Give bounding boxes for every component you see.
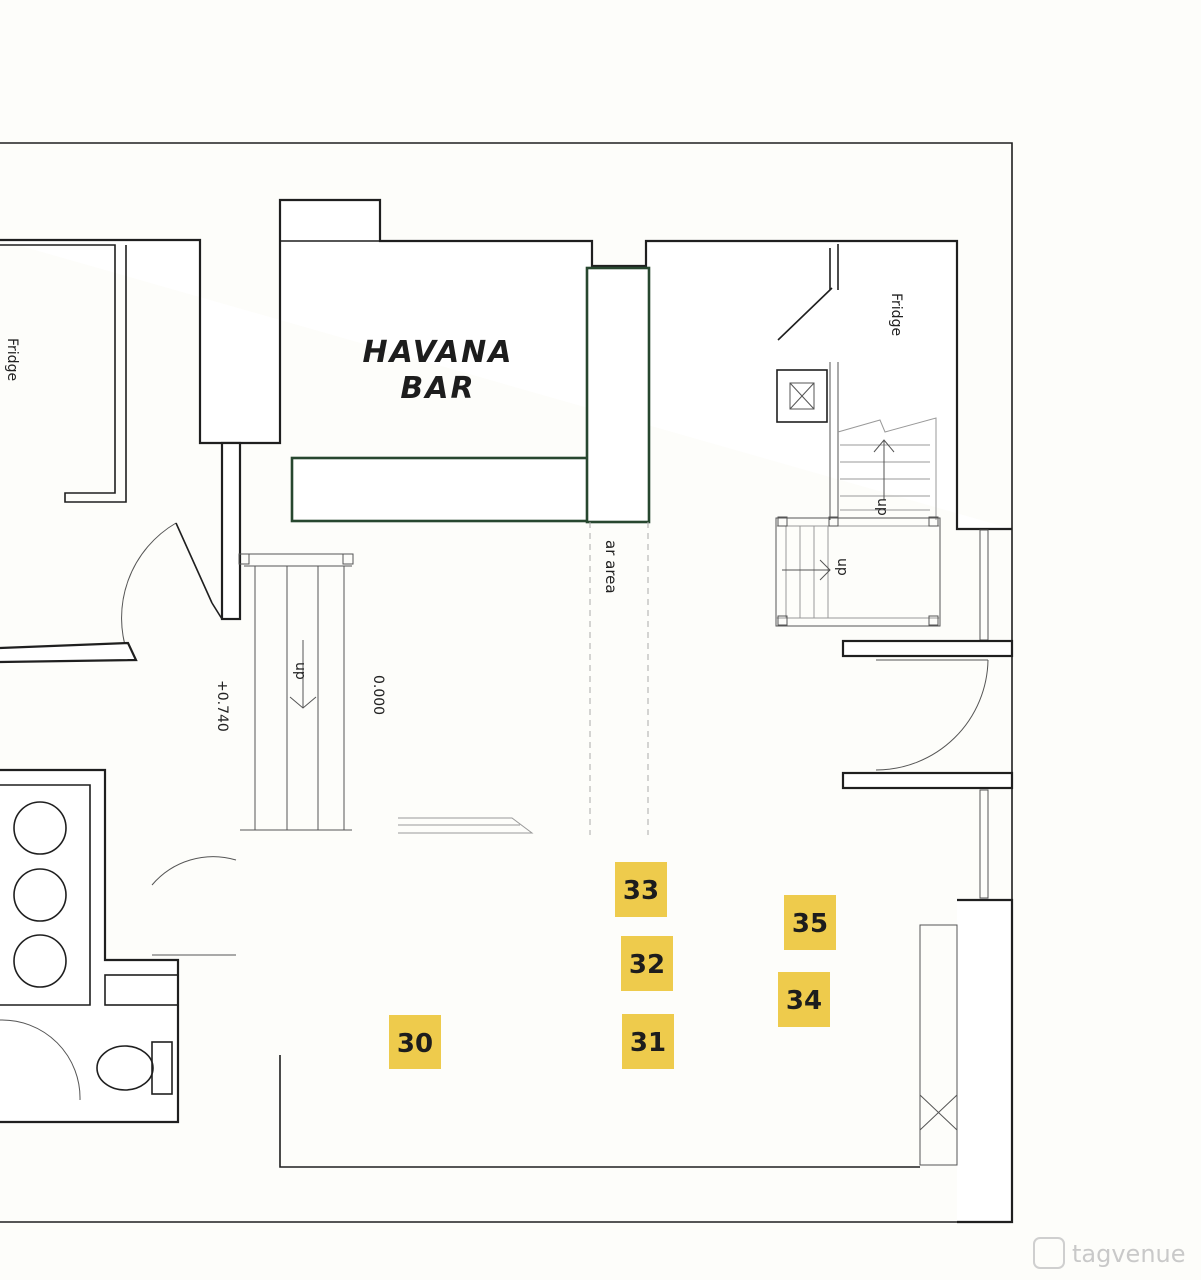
right-stair-up-label-1: up <box>874 498 890 516</box>
right-stair-up-label-2: up <box>834 558 850 576</box>
right-cupboard <box>919 924 958 1166</box>
watermark-text: tagvenue <box>1072 1240 1186 1268</box>
table-tag-31[interactable]: 31 <box>622 1014 674 1069</box>
sink-2 <box>13 868 67 922</box>
toilet-bowl <box>96 1045 154 1091</box>
sink-1 <box>13 801 67 855</box>
stair-post <box>928 615 939 626</box>
lower-stair-frame <box>775 517 941 627</box>
partition <box>104 974 179 1006</box>
right-door-jamb-bottom <box>841 771 1014 790</box>
table-tag-33-bg <box>615 862 667 917</box>
left-door-swing <box>121 522 177 656</box>
washroom-block <box>0 768 180 1124</box>
right-stair-break <box>837 417 937 520</box>
fridge-right-door <box>777 287 833 341</box>
ramp <box>398 817 534 834</box>
table-tag-34-bg <box>778 972 830 1027</box>
table-tag-30-bg <box>389 1015 441 1069</box>
cupboard-cross <box>919 1094 958 1131</box>
table-tag-35[interactable]: 35 <box>784 895 836 950</box>
stair-post <box>828 516 839 527</box>
table-tag-33[interactable]: 33 <box>615 862 667 917</box>
table-tag-35-bg <box>784 895 836 950</box>
stair-up-label: up <box>292 662 308 680</box>
window-upper <box>979 529 989 641</box>
right-stair-arrow-head <box>873 439 895 453</box>
stair-post <box>342 553 354 565</box>
table-tag-32-bg <box>621 936 673 991</box>
toilet-tank <box>151 1041 173 1095</box>
washroom-door-swing <box>0 1019 81 1101</box>
column-foot <box>211 602 240 620</box>
left-door-leaf <box>175 522 213 604</box>
stair-post <box>777 516 788 527</box>
table-tag-35-label: 35 <box>792 909 828 939</box>
fridge-left-label: Fridge <box>4 338 20 381</box>
tagvenue-logo-icon <box>1033 1237 1065 1269</box>
bar-area-label: ar area <box>602 540 620 594</box>
fridge-right-label: Fridge <box>888 293 904 336</box>
right-column <box>957 898 1014 1224</box>
sink-3 <box>13 934 67 988</box>
left-room-wall <box>0 641 138 664</box>
right-door-swing <box>875 659 989 771</box>
stair-post <box>238 553 250 565</box>
table-tag-32-label: 32 <box>629 950 665 980</box>
table-tag-33-label: 33 <box>623 876 659 906</box>
watermark: tagvenue <box>1033 1237 1186 1269</box>
table-tag-30[interactable]: 30 <box>389 1015 441 1069</box>
shaft-cross <box>789 382 815 410</box>
lower-room-wall <box>279 1055 920 1168</box>
shaft-inner <box>789 382 815 410</box>
vanity-counter <box>0 784 91 1006</box>
level-left-label: +0.740 <box>214 680 230 732</box>
lower-stair-arrow-head <box>819 559 831 581</box>
table-tag-32[interactable]: 32 <box>621 936 673 991</box>
bar-name-line2: BAR <box>400 371 475 406</box>
bar-counter-vertical <box>585 266 651 524</box>
window-lower <box>979 789 989 899</box>
fridge-left-wall <box>0 244 127 503</box>
stair-post <box>777 615 788 626</box>
level-right-label: 0.000 <box>370 675 386 715</box>
table-tag-34-label: 34 <box>786 986 822 1016</box>
stair-post <box>928 516 939 527</box>
bar-name-line1: HAVANA <box>362 335 513 370</box>
bar-counter-horizontal <box>290 456 590 523</box>
stair-arrow-head <box>289 696 317 709</box>
partition-column <box>220 441 242 621</box>
table-tag-30-label: 30 <box>397 1029 433 1059</box>
right-door-jamb-top <box>841 639 1014 658</box>
outer-wall <box>0 142 1013 1223</box>
table-tag-31-label: 31 <box>630 1028 666 1058</box>
shaft <box>776 369 828 423</box>
table-tag-31-bg <box>622 1014 674 1069</box>
lower-left-door-swing <box>151 856 237 886</box>
table-tag-34[interactable]: 34 <box>778 972 830 1027</box>
